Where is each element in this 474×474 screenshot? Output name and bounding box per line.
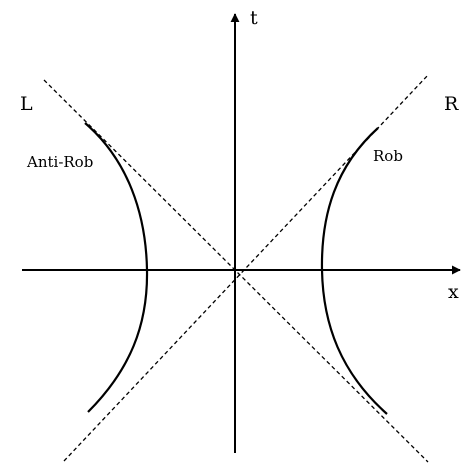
rob-hyperbola [320,127,388,415]
region-right-label: R [444,93,459,115]
rob-label: Rob [373,147,403,165]
region-left-label: L [20,93,33,115]
anti-rob-hyperbola [84,122,149,413]
anti-rob-label: Anti-Rob [26,153,93,171]
t-axis-label: t [250,7,258,29]
light-cone-line-future-left [43,79,429,463]
x-axis-label: x [448,281,459,303]
